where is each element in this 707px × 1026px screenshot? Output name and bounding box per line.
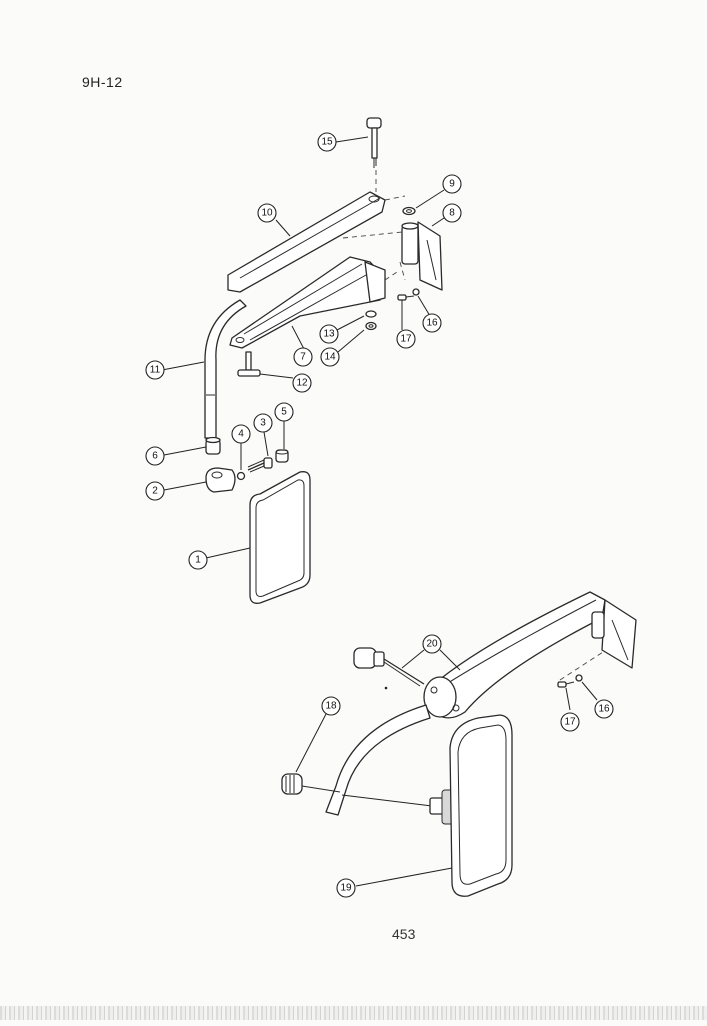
part-10-upper-arm: [227, 191, 386, 293]
callout-10: 10: [257, 203, 277, 223]
callout-17-upper: 17: [396, 329, 416, 349]
svg-text:20: 20: [426, 639, 438, 650]
callout-8: 8: [442, 203, 462, 223]
svg-text:9: 9: [449, 179, 455, 190]
alignment-line: [342, 231, 403, 239]
svg-text:17: 17: [564, 717, 576, 728]
callout-18: 18: [321, 696, 341, 716]
svg-text:3: 3: [260, 418, 266, 429]
callout-17-lower: 17: [560, 712, 580, 732]
part-20-arm: [423, 591, 606, 719]
svg-text:16: 16: [598, 704, 610, 715]
svg-text:18: 18: [325, 701, 337, 712]
part-2-clamp: [205, 467, 236, 493]
part-9-washer: [402, 206, 416, 216]
callout-6: 6: [145, 446, 165, 466]
svg-text:19: 19: [340, 883, 352, 894]
alignment-line: [384, 195, 406, 201]
svg-text:6: 6: [152, 451, 158, 462]
part-1-mirror: [249, 471, 311, 604]
callout-16-upper: 16: [422, 313, 442, 333]
part-18-knob: [281, 773, 341, 795]
svg-text:4: 4: [238, 429, 244, 440]
part-15-pin: [366, 117, 382, 168]
leader-lines: [161, 136, 598, 887]
part-5-nut: [275, 449, 289, 463]
svg-text:7: 7: [300, 352, 306, 363]
page-number: 453: [392, 926, 416, 942]
svg-text:17: 17: [400, 334, 412, 345]
svg-text:5: 5: [281, 407, 287, 418]
part-7-lower-arm: [229, 256, 386, 349]
part-14-nut: [365, 321, 377, 331]
callout-4: 4: [231, 424, 251, 444]
alignment-line: [384, 269, 401, 281]
part-16-washer-upper: [412, 288, 420, 296]
callout-16-lower: 16: [594, 699, 614, 719]
callout-11: 11: [145, 360, 165, 380]
section-code: 9H-12: [82, 74, 123, 90]
svg-text:12: 12: [296, 378, 308, 389]
part-6-bushing: [205, 436, 221, 455]
callout-3: 3: [253, 413, 273, 433]
part-17-bolt-upper: [397, 294, 415, 301]
part-20-knob: [353, 647, 425, 690]
callout-7: 7: [293, 347, 313, 367]
svg-text:13: 13: [323, 329, 335, 340]
svg-text:2: 2: [152, 486, 158, 497]
part-12-t-handle: [237, 351, 261, 377]
callout-12: 12: [292, 373, 312, 393]
svg-text:11: 11: [150, 365, 161, 376]
callout-2: 2: [145, 481, 165, 501]
svg-text:14: 14: [324, 352, 336, 363]
part-13-washer: [365, 310, 377, 318]
part-11-rod: [204, 299, 247, 439]
callout-5: 5: [274, 402, 294, 422]
part-8-bracket: [401, 221, 443, 291]
part-17-bolt-lower: [557, 681, 575, 688]
svg-text:8: 8: [449, 208, 455, 219]
callout-13: 13: [319, 324, 339, 344]
callout-19: 19: [336, 878, 356, 898]
callout-14: 14: [320, 347, 340, 367]
part-19-mirror: [429, 714, 513, 897]
alignment-line: [399, 261, 406, 281]
callout-20: 20: [422, 634, 442, 654]
callout-15: 15: [317, 132, 337, 152]
callout-1: 1: [188, 550, 208, 570]
svg-text:15: 15: [321, 137, 333, 148]
scan-artifact-strip: [0, 1006, 707, 1020]
svg-text:1: 1: [195, 555, 201, 566]
part-16-washer-lower: [575, 674, 583, 682]
mirror-stem: [325, 704, 433, 816]
part-3-bolt: [247, 457, 273, 473]
svg-text:10: 10: [261, 208, 273, 219]
svg-text:16: 16: [426, 318, 438, 329]
part-4-washer: [236, 471, 246, 481]
callout-9: 9: [442, 174, 462, 194]
lower-bracket: [559, 599, 637, 681]
